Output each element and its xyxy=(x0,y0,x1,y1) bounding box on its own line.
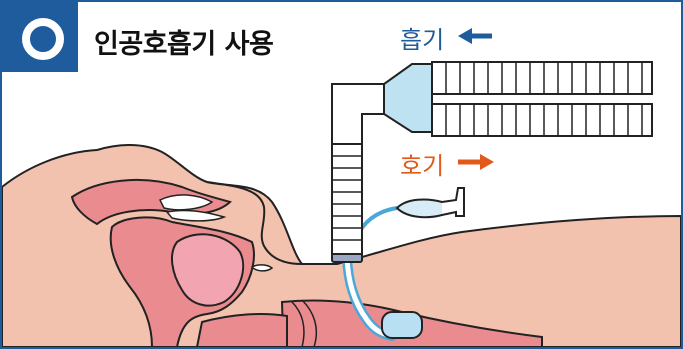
arrow-left-icon xyxy=(458,28,492,44)
corrugated-tube-vertical xyxy=(332,144,362,254)
exhale-hose xyxy=(432,104,652,136)
arrow-right-icon xyxy=(458,154,494,170)
pilot-valve xyxy=(442,188,464,216)
circle-icon xyxy=(22,18,64,60)
tube-cuff xyxy=(382,312,422,338)
exhale-label: 호기 xyxy=(400,146,444,181)
pilot-balloon xyxy=(397,200,448,218)
y-piece xyxy=(384,64,432,132)
inhale-label: 흡기 xyxy=(400,20,444,55)
ventilator-elbow xyxy=(332,84,384,144)
esophagus xyxy=(197,314,287,347)
inhale-hose xyxy=(432,62,652,94)
teeth xyxy=(252,265,272,271)
section-badge xyxy=(2,2,78,72)
diagram-title: 인공호흡기 사용 xyxy=(94,22,273,61)
